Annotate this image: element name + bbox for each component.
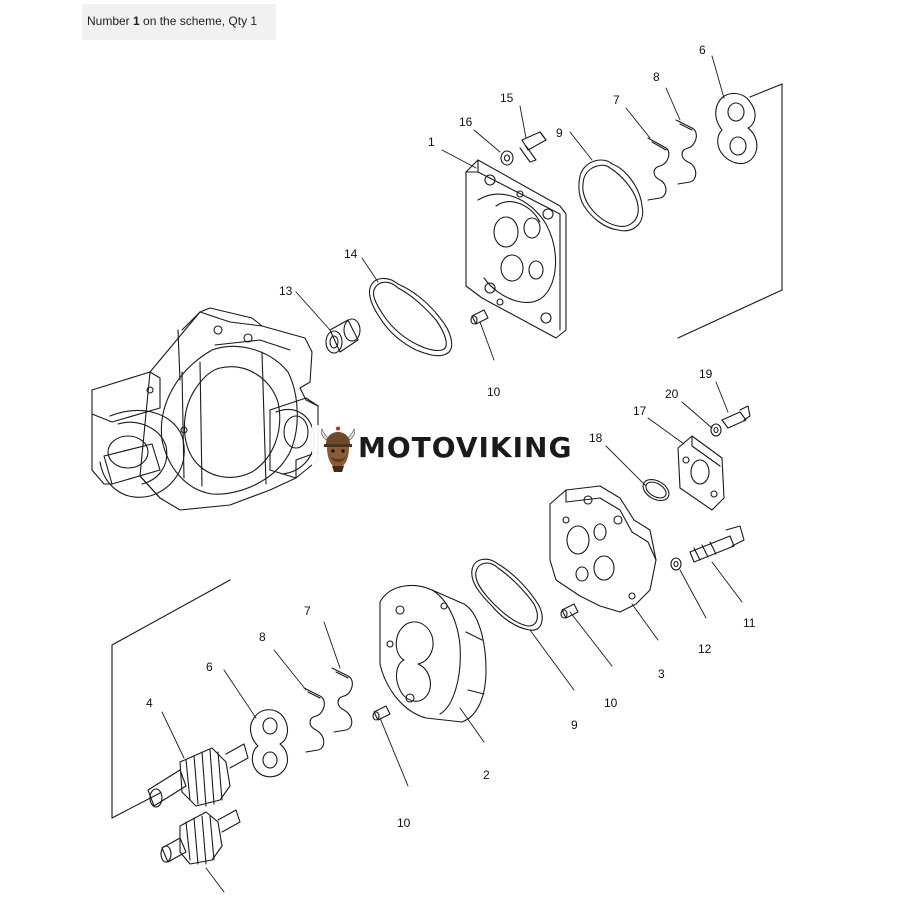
callout-12: 12 (698, 642, 712, 656)
part-4-gear-shaft (147, 743, 249, 808)
part-18-oring (642, 478, 670, 502)
callout-18: 18 (589, 431, 603, 445)
caption-prefix: Number (87, 14, 134, 28)
callout-9-bottom: 9 (571, 718, 578, 732)
part-6-plate-bottom (249, 709, 289, 778)
scheme-caption: Number 1 on the scheme, Qty 1 (87, 14, 257, 28)
callout-8-top: 8 (653, 70, 660, 84)
part-10-pin-top (470, 309, 489, 325)
part-14-seal (368, 277, 453, 357)
callout-17: 17 (633, 404, 647, 418)
part-7-clip-bottom (331, 667, 353, 733)
callout-7-bottom: 7 (304, 604, 311, 618)
callout-15: 15 (500, 91, 514, 105)
callout-2: 2 (483, 768, 490, 782)
part-10-pin-right (560, 603, 579, 619)
watermark-banner (312, 425, 584, 473)
part-12-washer (670, 557, 682, 571)
part-19-bolt (721, 405, 751, 429)
callout-9-top: 9 (556, 126, 563, 140)
callout-10-right: 10 (604, 696, 618, 710)
part-20-washer (710, 423, 722, 437)
pump-assembly (91, 307, 319, 511)
callout-14: 14 (344, 247, 358, 261)
part-8-clip-top (675, 119, 697, 185)
callout-labels: 1 2 3 4 6 6 7 7 8 8 9 9 10 10 10 10 11 1… (146, 43, 756, 830)
part-6-plate-top (715, 92, 758, 165)
callout-19: 19 (699, 367, 713, 381)
callout-10-top: 10 (487, 385, 501, 399)
watermark-text: MOTOVIKING (358, 431, 573, 464)
callout-20: 20 (665, 387, 679, 401)
part-11-bolt (689, 525, 745, 563)
part-1-plate (465, 159, 567, 339)
callout-10-bottom: 10 (397, 816, 411, 830)
callout-8-bottom: 8 (259, 630, 266, 644)
driven-gear (160, 809, 241, 865)
callout-7-top: 7 (613, 93, 620, 107)
callout-3: 3 (658, 667, 665, 681)
part-3-cover (549, 485, 657, 613)
viking-mascot-icon (320, 426, 356, 472)
callout-6-bottom: 6 (206, 660, 213, 674)
part-9-seal-bottom (471, 558, 543, 631)
part-8-clip-bottom (303, 687, 325, 753)
caption-number: 1 (133, 14, 140, 28)
callout-6-top: 6 (699, 43, 706, 57)
leader-lines (161, 55, 743, 893)
caption-suffix: on the scheme, Qty 1 (139, 14, 258, 28)
callout-16: 16 (459, 115, 473, 129)
frame-lines (111, 83, 783, 819)
callout-11: 11 (743, 616, 756, 630)
callout-4: 4 (146, 696, 153, 710)
callout-1: 1 (428, 135, 435, 149)
part-9-seal-top (578, 159, 644, 232)
part-2-housing (379, 585, 487, 723)
part-10-pin-center (372, 705, 391, 721)
caption-box (82, 4, 276, 40)
part-15-bolt (519, 131, 547, 163)
part-13-bushing (325, 318, 361, 354)
part-17-flange (677, 435, 725, 511)
part-16-washer (500, 150, 514, 166)
callout-13: 13 (279, 284, 293, 298)
part-7-clip-top (647, 137, 670, 201)
